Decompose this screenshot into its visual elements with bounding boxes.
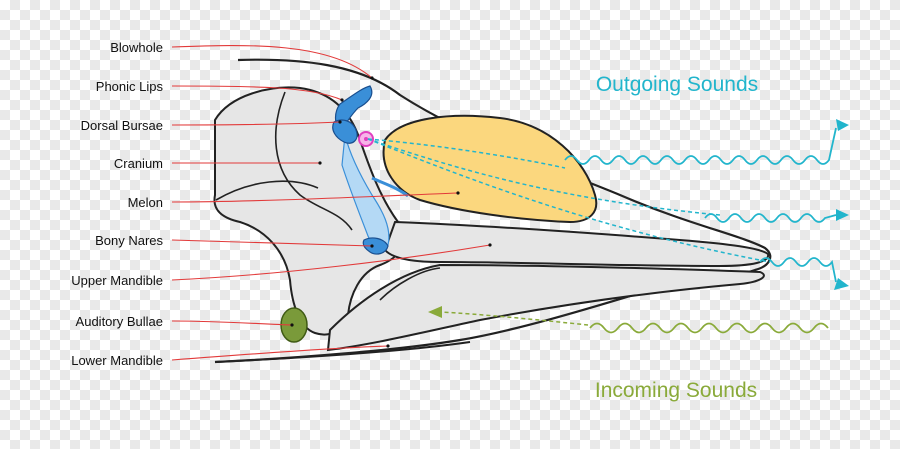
leader-lines: [171, 44, 491, 361]
outgoing-waves: [564, 127, 837, 283]
label-melon: Melon: [128, 195, 163, 210]
outgoing-sound-paths: [367, 138, 771, 263]
outgoing-arrowhead-1: [836, 119, 849, 131]
phonic-lips-center: [364, 137, 368, 141]
label-outgoing-sounds: Outgoing Sounds: [596, 73, 758, 96]
outgoing-wave-bottom: [759, 257, 837, 283]
cranium-shape: [213, 86, 405, 336]
outgoing-arrowhead-2: [836, 209, 849, 221]
cranium-detail-2: [215, 180, 319, 201]
incoming-wave: [589, 322, 829, 334]
outgoing-path-3: [367, 138, 771, 263]
leader-blowhole: [171, 44, 373, 79]
label-dorsal-bursae: Dorsal Bursae: [81, 118, 163, 133]
leader-auditory-bullae: [171, 320, 293, 326]
dot-blowhole: [370, 76, 374, 80]
dot-dorsal-bursae: [338, 120, 342, 124]
incoming-path: [439, 311, 589, 326]
outgoing-path-2: [367, 138, 721, 216]
lower-mandible-shape: [326, 263, 765, 352]
outgoing-wave-top: [564, 127, 837, 165]
label-incoming-sounds: Incoming Sounds: [595, 379, 757, 402]
dot-bony-nares: [370, 244, 374, 248]
label-lower-mandible: Lower Mandible: [71, 353, 163, 368]
melon-shape: [382, 114, 598, 224]
cranium-detail: [275, 91, 353, 231]
incoming-arrowhead: [428, 306, 442, 318]
dot-auditory-bullae: [290, 323, 294, 327]
nasal-tube: [371, 176, 409, 198]
leader-dots: [290, 76, 492, 348]
label-phonic-lips: Phonic Lips: [96, 79, 164, 94]
label-auditory-bullae: Auditory Bullae: [76, 314, 163, 329]
leader-upper-mandible: [171, 244, 491, 281]
jaw-line: [214, 341, 471, 363]
label-upper-mandible: Upper Mandible: [71, 273, 163, 288]
dot-melon: [456, 191, 460, 195]
leader-phonic-lips: [171, 85, 343, 101]
leader-bony-nares: [171, 239, 373, 247]
outgoing-arrowhead-3: [834, 278, 849, 290]
dot-phonic-lips: [340, 98, 344, 102]
dot-lower-mandible: [386, 344, 390, 348]
dot-upper-mandible: [488, 243, 492, 247]
leader-dorsal-bursae: [171, 121, 341, 126]
mandible-joint: [379, 267, 441, 301]
upper-mandible-shape: [383, 220, 770, 268]
leader-lower-mandible: [171, 345, 389, 361]
leader-melon: [171, 192, 459, 203]
outgoing-wave-middle: [704, 213, 837, 223]
label-blowhole: Blowhole: [110, 40, 163, 55]
label-cranium: Cranium: [114, 156, 163, 171]
label-bony-nares: Bony Nares: [95, 233, 163, 248]
dorsal-bursae-shape: [332, 119, 358, 144]
dot-cranium: [318, 161, 322, 165]
